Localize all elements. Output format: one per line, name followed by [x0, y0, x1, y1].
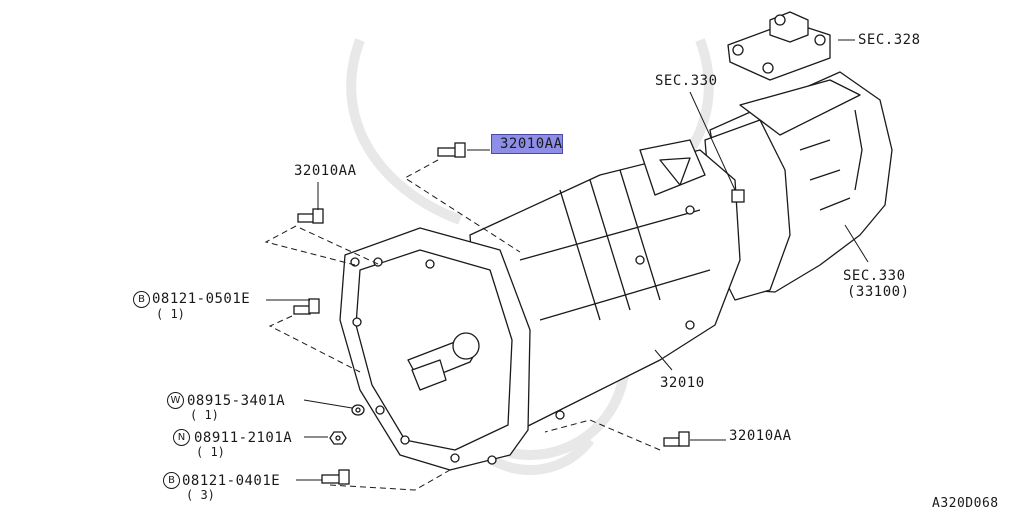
- bolt-0501: [293, 298, 320, 315]
- diagram-id: A320D068: [932, 496, 999, 511]
- b-circle-icon: B: [133, 291, 150, 308]
- highlight-box: [491, 134, 563, 154]
- transmission-illustration: [339, 11, 893, 471]
- bolt-left-upper: [297, 208, 324, 224]
- bolt-0401: [321, 469, 350, 485]
- bolt-right-lower: [663, 431, 690, 447]
- label-08911-2101a[interactable]: 08911-2101A: [194, 430, 293, 446]
- bolt-sec330: [731, 189, 745, 203]
- nut-2101: [329, 431, 347, 445]
- w-circle-icon: W: [167, 392, 184, 409]
- label-08121-0501e[interactable]: 08121-0501E: [152, 291, 251, 307]
- label-sec328[interactable]: SEC.328: [858, 32, 921, 48]
- b-circle-icon-2: B: [163, 472, 180, 489]
- label-sec330-right[interactable]: SEC.330: [843, 268, 906, 284]
- label-32010[interactable]: 32010: [660, 375, 705, 391]
- bolt-top: [437, 142, 466, 158]
- label-08121-0401e[interactable]: 08121-0401E: [182, 473, 281, 489]
- qty-08121-0401e: ( 3): [186, 488, 215, 502]
- label-32010aa-left[interactable]: 32010AA: [294, 163, 357, 179]
- qty-08911-2101a: ( 1): [196, 445, 225, 459]
- label-sec330-sub: (33100): [847, 284, 910, 300]
- label-32010aa-highlighted[interactable]: 32010AA: [500, 136, 563, 152]
- washer-3401: [351, 404, 365, 416]
- dashed-guides: [264, 159, 661, 491]
- label-sec330-top[interactable]: SEC.330: [655, 73, 718, 89]
- qty-08121-0501e: ( 1): [156, 307, 185, 321]
- qty-08915-3401a: ( 1): [190, 408, 219, 422]
- leader-lines: [266, 39, 869, 481]
- n-circle-icon: N: [173, 429, 190, 446]
- label-08915-3401a[interactable]: 08915-3401A: [187, 393, 286, 409]
- fasteners: [293, 142, 745, 485]
- label-32010aa-right[interactable]: 32010AA: [729, 428, 792, 444]
